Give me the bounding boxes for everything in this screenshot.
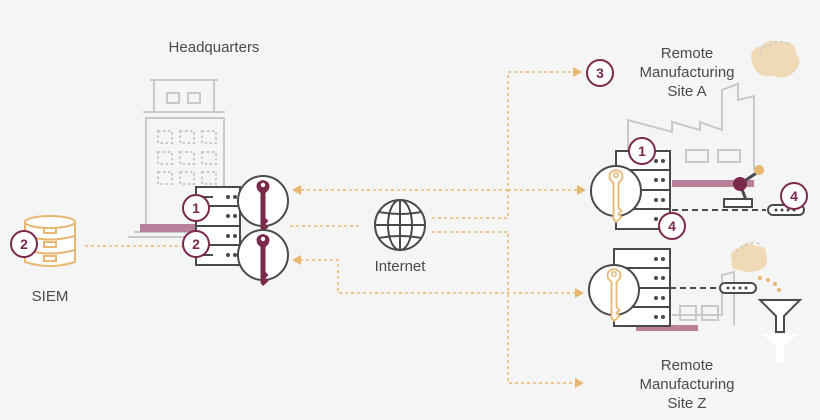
funnel-output-icon <box>762 334 798 362</box>
arrow-site-z-bottom <box>575 378 584 388</box>
hq-server-badge-2: 2 <box>182 230 210 258</box>
site-z-particles <box>758 276 781 292</box>
arrow-site-a-server <box>577 185 586 195</box>
arrow-site-z-server <box>575 288 584 298</box>
arrow-hq-bottom <box>292 255 301 265</box>
link-internet-site-a-top <box>432 71 574 219</box>
siem-badge: 2 <box>10 230 38 258</box>
site-z-smoke-icon <box>731 241 768 272</box>
site-a-server-badge-4: 4 <box>658 212 686 240</box>
site-a-label: Remote Manufacturing Site A <box>612 44 762 101</box>
arrow-hq-top <box>292 185 301 195</box>
site-z-base-stripe <box>636 325 698 331</box>
headquarters-label: Headquarters <box>168 39 260 56</box>
site-z-label-line-3: Site Z <box>667 395 707 412</box>
site-a-badge: 3 <box>586 59 614 87</box>
siem-database-icon <box>24 215 76 267</box>
link-arrowheads <box>292 67 586 388</box>
site-z-label: Remote Manufacturing Site Z <box>612 356 762 413</box>
internet-label: Internet <box>374 258 426 275</box>
internet-globe-icon <box>374 199 426 251</box>
site-a-label-line-2: Manufacturing <box>639 64 735 81</box>
siem-label: SIEM <box>31 288 69 305</box>
site-a-smoke-icon <box>751 40 800 78</box>
hq-server-badge-1: 1 <box>182 194 210 222</box>
site-z-conveyor-icon <box>719 282 757 294</box>
site-z-label-line-1: Remote <box>660 357 714 374</box>
site-a-label-line-1: Remote <box>660 45 714 62</box>
site-a-conveyor-badge-4: 4 <box>780 182 808 210</box>
link-internet-sites-bottom <box>432 231 576 384</box>
site-a-label-line-3: Site A <box>667 83 707 100</box>
site-a-server-badge: 1 <box>628 137 656 165</box>
site-z-label-line-2: Manufacturing <box>639 376 735 393</box>
arrow-site-a-top <box>573 67 582 77</box>
site-a-key-icon <box>590 165 642 224</box>
site-a-base-stripe <box>672 180 754 187</box>
site-a-factory-icon <box>627 82 755 175</box>
hq-key-icon-1 <box>237 175 289 232</box>
headquarters-base-stripe <box>140 224 196 232</box>
connection-links <box>85 71 578 384</box>
site-z-key-icon <box>588 264 640 323</box>
robot-arm-icon <box>723 165 764 208</box>
link-hq-site-z <box>300 259 576 294</box>
funnel-icon <box>757 299 803 333</box>
hq-key-icon-2 <box>237 229 289 286</box>
